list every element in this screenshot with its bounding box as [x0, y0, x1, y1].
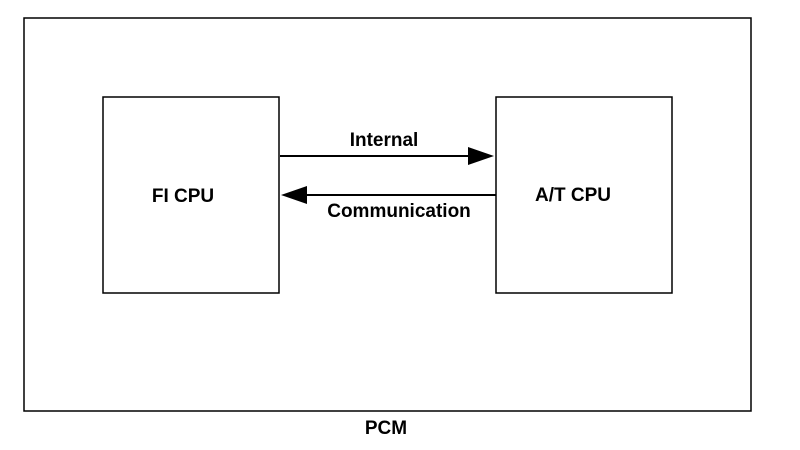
- fi-cpu-box: [102, 96, 280, 294]
- top-arrow-label: Internal: [350, 130, 419, 151]
- communication-arrowhead: [281, 186, 307, 204]
- pcm-label: PCM: [365, 418, 407, 439]
- at-cpu-box: [495, 96, 673, 294]
- fi-cpu-label: FI CPU: [152, 186, 214, 207]
- at-cpu-label: A/T CPU: [535, 185, 611, 206]
- bottom-arrow-label: Communication: [327, 201, 471, 222]
- internal-arrowhead: [468, 147, 494, 165]
